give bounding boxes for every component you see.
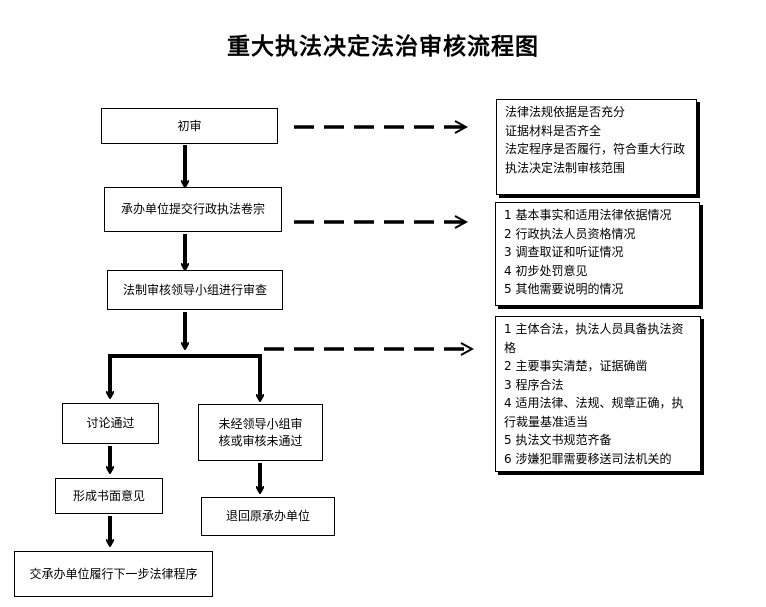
note-line: 2 主要事实清楚，证据确凿 — [504, 359, 648, 373]
step-group-review: 法制审核领导小组进行审查 — [107, 270, 283, 310]
step-initial-review: 初审 — [101, 108, 278, 144]
note-review-criteria: 1 主体合法，执法人员具备执法资格 2 主要事实清楚，证据确凿 3 程序合法 4… — [495, 316, 701, 472]
step-next-step: 交承办单位履行下一步法律程序 — [14, 551, 213, 597]
note-initial-review-criteria: 法律法规依据是否充分 证据材料是否齐全 法定程序是否履行，符合重大行政执法决定法… — [496, 99, 697, 195]
note-line: 5 其他需要说明的情况 — [504, 282, 624, 296]
note-line: 6 涉嫌犯罪需要移送司法机关的 — [504, 451, 672, 466]
note-line: 法定程序是否履行，符合重大行政执法决定法制审核范围 — [505, 142, 686, 175]
step-written-opinion: 形成书面意见 — [55, 478, 163, 514]
note-line: 4 初步处罚意见 — [504, 263, 588, 278]
note-file-contents: 1 基本事实和适用法律依据情况 2 行政执法人员资格情况 3 调查取证和听证情况… — [495, 202, 700, 306]
note-line: 3 程序合法 — [504, 377, 564, 392]
step-return-unit: 退回原承办单位 — [201, 497, 335, 536]
page-title: 重大执法决定法治审核流程图 — [227, 34, 539, 60]
note-line: 4 适用法律、法规、规章正确，执行裁量基准适当 — [504, 396, 684, 429]
note-line: 2 行政执法人员资格情况 — [504, 226, 636, 241]
note-line: 法律法规依据是否充分 — [505, 105, 626, 119]
step-passed: 讨论通过 — [62, 403, 159, 444]
note-line: 证据材料是否齐全 — [505, 123, 602, 138]
note-line: 3 调查取证和听证情况 — [504, 245, 624, 259]
note-line: 1 基本事实和适用法律依据情况 — [504, 208, 672, 222]
note-line: 1 主体合法，执法人员具备执法资格 — [504, 322, 684, 355]
step-not-passed: 未经领导小组审核或审核未通过 — [198, 404, 323, 461]
note-line: 5 执法文书规范齐备 — [504, 433, 612, 447]
step-submit-files: 承办单位提交行政执法卷宗 — [104, 187, 282, 232]
